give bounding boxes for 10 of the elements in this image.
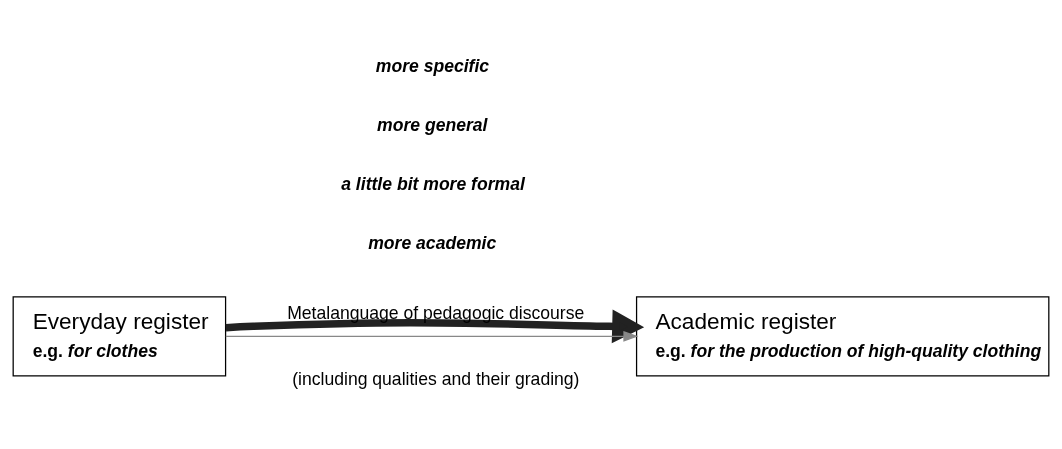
node-box: Academic register e.g. for the production of high-quality clothing bbox=[635, 296, 1050, 377]
label: more specific bbox=[375, 56, 490, 77]
edge-label: Metalanguage of pedagogic discourse bbox=[287, 303, 585, 324]
node-box: Everyday register e.g. for clothes bbox=[12, 296, 227, 377]
label: more academic bbox=[368, 233, 497, 254]
label: more general bbox=[377, 115, 488, 136]
arrow bbox=[225, 331, 639, 342]
label: (including qualities and their grading) bbox=[292, 369, 580, 389]
label: a little bit more formal bbox=[341, 174, 525, 195]
arrow bbox=[225, 309, 645, 344]
